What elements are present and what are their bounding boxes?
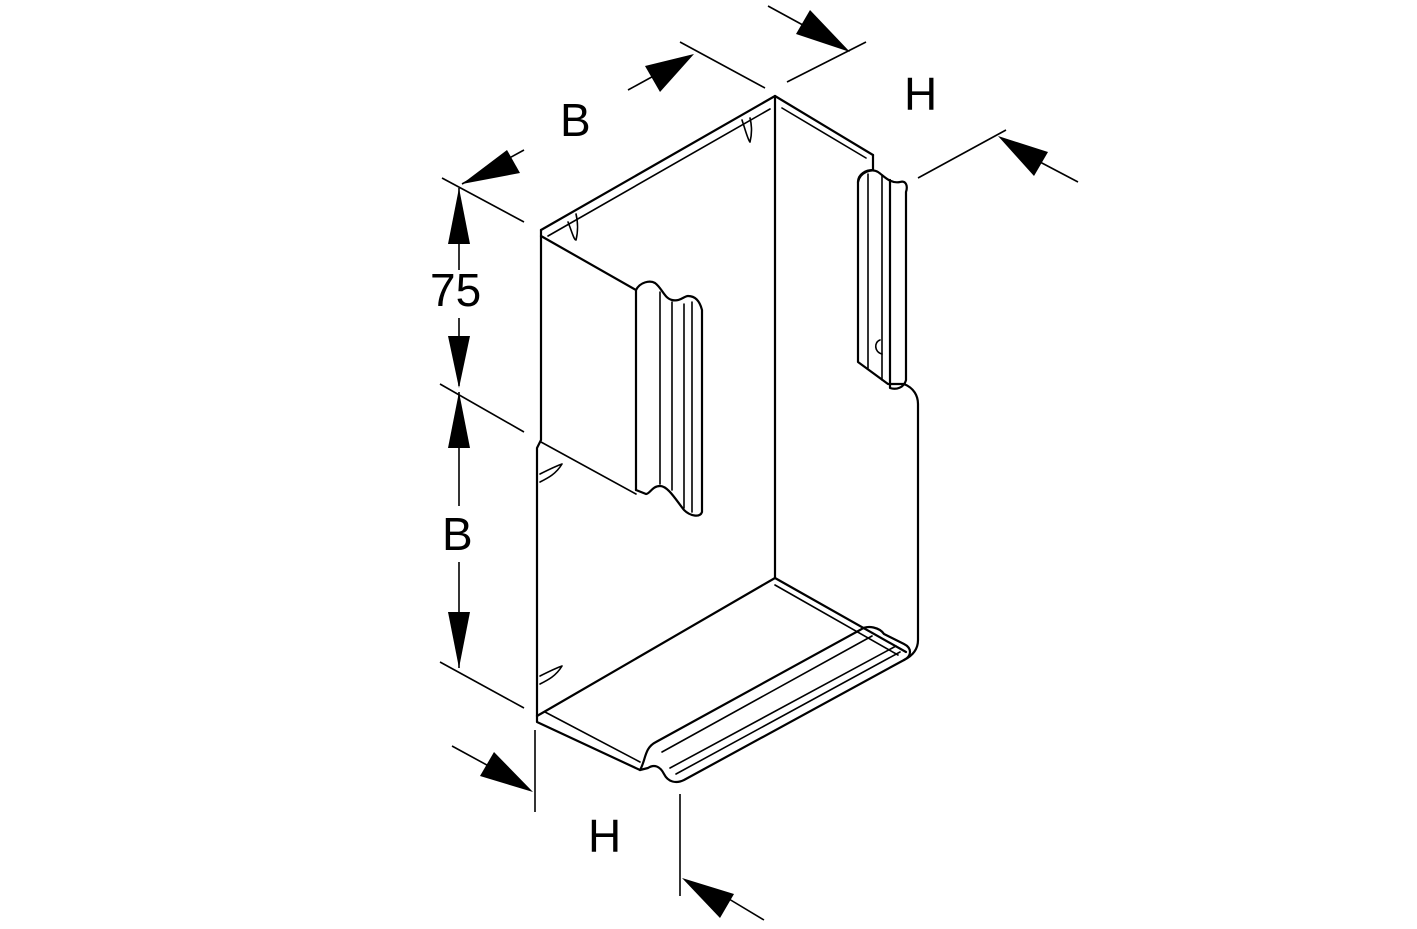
right-wall-top-edge [773,94,875,157]
bottom-front-edge [535,714,642,772]
dim-h-top-arrow-2 [998,136,1048,176]
dim-b-top-label: B [560,94,591,146]
bottom-front-edge-inner [544,711,641,763]
dim-h-top-extension-2 [917,129,1007,179]
right-connector-profile [856,169,908,390]
tab-top-left [567,213,579,241]
left-wall-top-edge [539,94,777,232]
dim-b-top-extension-2 [441,177,525,223]
dim-h-bottom-arrow-1 [480,752,533,792]
dim-75-label: 75 [430,264,481,316]
tab-left-low [539,665,563,685]
left-wall-front-edge [535,228,543,718]
dim-b-top-arrow-1 [645,54,694,92]
dim-75-extension-1 [439,383,525,433]
tab-left-mid [539,463,563,483]
dim-h-top-label: H [904,68,937,120]
dim-b-top-extension-1 [679,41,766,89]
dim-h-bottom-arrow-2 [682,878,734,918]
right-connector-hole [874,339,883,355]
dim-b-left-label: B [442,508,473,560]
left-wall-fold-edge [539,234,638,492]
dim-h-top-line-2 [1039,161,1079,183]
dim-h-top-arrow-1 [796,10,850,52]
bottom-connector-groove-3 [675,651,901,775]
dim-h-top-extension-1 [786,41,867,83]
bottom-connector-profile [638,625,912,784]
left-wall-top-edge-inner [547,108,771,237]
left-connector-profile [634,280,704,517]
dim-75-arrow-2 [448,336,470,388]
right-wall-top-edge-inner [781,107,867,159]
dim-h-bottom-line-2 [723,895,765,921]
dim-b-left-arrow-2 [448,612,470,668]
dim-h-bottom-label: H [588,810,621,862]
dim-b-left-extension-1 [439,661,525,709]
bottom-connector-groove-2 [669,645,897,769]
bottom-connector-groove-1 [661,635,873,753]
dimension-lines: B H 75 B H [430,5,1079,921]
dim-b-left-arrow-1 [448,392,470,448]
tab-top-back [741,117,753,143]
left-wall-fold-inner [540,441,637,495]
dim-b-top-arrow-2 [462,150,520,184]
part-outline [535,94,920,784]
floor-back-edge-inner [774,584,899,656]
dim-75-arrow-1 [448,188,470,244]
right-wall-outline [856,153,920,662]
